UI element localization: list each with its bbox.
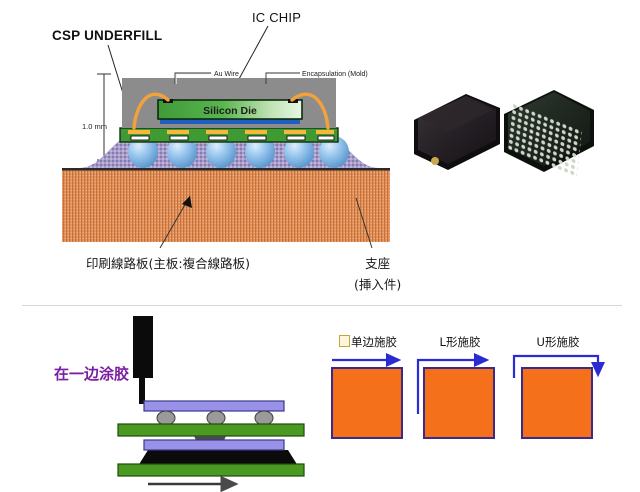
glue-pattern-graphic [416,352,495,439]
missing-glyph-box [339,335,350,347]
bga-package-bottom-view [504,90,594,179]
glue-pattern-label: 单边施胶 [318,334,418,350]
glue-pattern-graphic [512,354,606,439]
label-au-wire: Au Wire [214,71,239,78]
bga-package-top-view [414,94,500,170]
solder-ball-row [128,136,349,168]
glue-pattern-label-text: L形施胶 [439,335,481,349]
label-encapsulation-mold: Encapsulation (Mold) [302,71,368,78]
csp-underfill-cross-section-section: CSP UNDERFILL IC CHIP [52,10,594,293]
glue-pattern-label: L形施胶 [410,334,510,350]
glue-pattern-u-shape: U形施胶 [508,334,608,444]
label-apply-glue-one-side: 在一边涂胶 [54,365,130,383]
caption-support-line2: (挿入件) [354,277,402,292]
glue-pattern-single-edge: 单边施胶 [318,334,418,444]
dimension-label-1mm: 1.0 mm [82,122,107,131]
silicon-die-label: Silicon Die [203,105,257,117]
section-divider [22,305,622,306]
label-csp-underfill: CSP UNDERFILL [52,28,163,43]
dispense-step-after [117,439,305,477]
glue-pattern-label-text: U形施胶 [536,335,580,349]
dispense-process-drawing [117,316,305,492]
underfill-dispense-section: 在一边涂胶 [0,306,640,492]
label-ic-chip: IC CHIP [252,10,302,25]
glue-pattern-label-text: 单边施胶 [351,335,397,349]
caption-printed-circuit-board: 印刷線路板(主板:複合線路板) [86,256,250,271]
bga-package-photo [414,90,594,179]
package-cross-section-drawing: 1.0 mm [62,25,390,249]
glue-pattern-graphic [331,352,403,439]
glue-pattern-l-shape: L形施胶 [410,334,510,444]
dispense-step-before [117,316,305,437]
caption-support: 支座 (挿入件) [354,253,401,293]
glue-pattern-label: U形施胶 [508,334,608,350]
caption-support-line1: 支座 [365,256,391,271]
